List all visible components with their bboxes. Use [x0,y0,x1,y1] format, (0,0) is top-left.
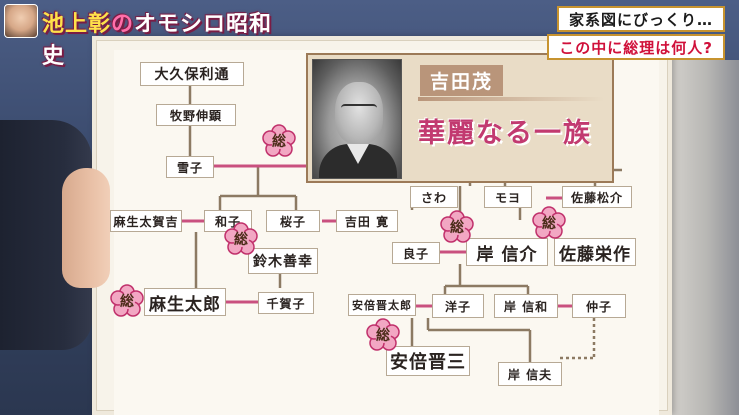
portrait-glasses [341,104,377,114]
show-logo: 池上彰のオモシロ昭和史 [0,4,280,69]
node-makino-nobuaki: 牧野伸顕 [156,104,236,126]
feature-name: 吉田茂 [420,65,504,96]
node-sawa: さわ [410,186,458,208]
pm-badge-aso-taro: 総 [110,284,144,318]
host-avatar [4,4,38,38]
pm-badge-label: 総 [376,328,390,344]
show-title-subject: オモシロ昭和史 [42,11,273,69]
show-title-host: 池上彰 [42,11,112,37]
caption-line-2: この中に総理は何人? [547,34,725,60]
node-moyo: モヨ [484,186,532,208]
presenter-arm [0,120,110,350]
show-title: 池上彰のオモシロ昭和史 [42,6,280,70]
show-title-particle: の [111,11,135,37]
yoshida-shigeru-card: 吉田茂 華麗なる一族 [306,53,614,183]
node-nobuko: 仲子 [572,294,626,318]
feature-rule [418,97,604,101]
pm-badge-label: 総 [542,216,556,232]
pm-badge-label: 総 [234,232,248,248]
feature-slogan: 華麗なる一族 [418,118,592,149]
plum-blossom-icon [366,318,400,351]
node-yoko: 洋子 [432,294,484,318]
node-kishi-nobuo: 岸 信夫 [498,362,562,386]
portrait-photo [312,59,402,179]
node-yoshiko: 良子 [392,242,440,264]
node-sato-eisaku: 佐藤栄作 [554,238,636,266]
pm-badge-label: 総 [120,294,134,310]
node-chikako: 千賀子 [258,292,314,314]
node-sato-matsusuke: 佐藤松介 [562,186,632,208]
plum-blossom-icon [440,210,474,243]
studio-set-right [659,60,739,415]
node-yoshida-hiroshi: 吉田 寛 [336,210,398,232]
plum-blossom-icon [224,222,258,255]
pm-badge-sato-eisaku: 総 [532,206,566,240]
pm-badge-label: 総 [272,134,286,150]
node-kishi-nobukazu: 岸 信和 [494,294,558,318]
caption-line-1: 家系図にびっくり… [556,6,725,32]
plum-blossom-icon [110,284,144,317]
node-aso-takakichi: 麻生太賀吉 [110,210,182,232]
plum-blossom-icon [262,124,296,157]
node-kishi-nobusuke: 岸 信介 [466,238,548,266]
node-aso-taro: 麻生太郎 [144,288,226,316]
pm-badge-abe-shinzo: 総 [366,318,400,352]
pm-badge-yoshida-shigeru: 総 [262,124,296,158]
node-yukiko: 雪子 [166,156,214,178]
presenter-hand [62,168,110,288]
pm-badge-kishi-nobusuke: 総 [440,210,474,244]
pm-badge-label: 総 [450,220,464,236]
node-abe-shintaro: 安倍晋太郎 [348,294,416,316]
node-suzuki-zenko: 鈴木善幸 [248,248,318,274]
node-abe-shinzo: 安倍晋三 [386,346,470,376]
plum-blossom-icon [532,206,566,239]
pm-badge-suzuki-zenko: 総 [224,222,258,256]
node-okubo-toshimichi: 大久保利通 [140,62,244,86]
node-sakurako: 桜子 [266,210,320,232]
